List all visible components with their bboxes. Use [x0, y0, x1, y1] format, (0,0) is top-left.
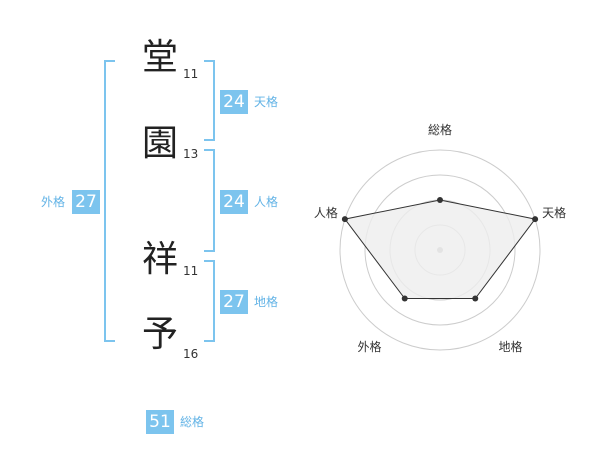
chikaku-label: 地格: [254, 295, 279, 309]
name-char-4: 予: [141, 314, 178, 355]
radar-axis-label-2: 天格: [542, 205, 566, 220]
stroke-count-2: 13: [183, 147, 199, 161]
name-char-2: 園: [141, 123, 178, 164]
gaikaku-bracket: [104, 60, 115, 342]
tenkaku-label: 天格: [254, 95, 279, 109]
gaikaku-label: 外格: [41, 195, 66, 209]
radar-grid-ring: [339, 149, 541, 351]
name-char-3: 祥: [141, 239, 178, 280]
radar-points: [341, 197, 539, 302]
radar-point-2: [532, 216, 539, 223]
jinkaku-bracket: [204, 149, 215, 252]
radar-axis-label-4: 外格: [357, 339, 381, 354]
soukaku-label: 総格: [180, 415, 205, 429]
radar-point-1: [437, 197, 443, 203]
chikaku-value: 27: [220, 290, 248, 314]
radar-axis-label-3: 地格: [499, 339, 523, 354]
radar-point-3: [472, 295, 479, 302]
gaikaku-value: 27: [72, 190, 100, 214]
stroke-count-3: 11: [183, 264, 199, 278]
radar-grid-ring: [364, 174, 516, 326]
radar-axis-label-5: 人格: [314, 205, 338, 220]
tenkaku-bracket: [204, 60, 215, 141]
jinkaku-value: 24: [220, 190, 248, 214]
stroke-count-1: 11: [183, 67, 199, 81]
name-char-1: 堂: [141, 37, 178, 78]
radar-point-5: [341, 216, 348, 223]
chikaku-bracket: [204, 260, 215, 342]
stroke-count-4: 16: [183, 347, 199, 361]
jinkaku-label: 人格: [254, 195, 279, 209]
tenkaku-value: 24: [220, 90, 248, 114]
radar-axis-label-1: 総格: [428, 122, 452, 137]
soukaku-value: 51: [146, 410, 174, 434]
radar-data-polygon: [344, 199, 536, 300]
radar-point-4: [401, 295, 408, 302]
